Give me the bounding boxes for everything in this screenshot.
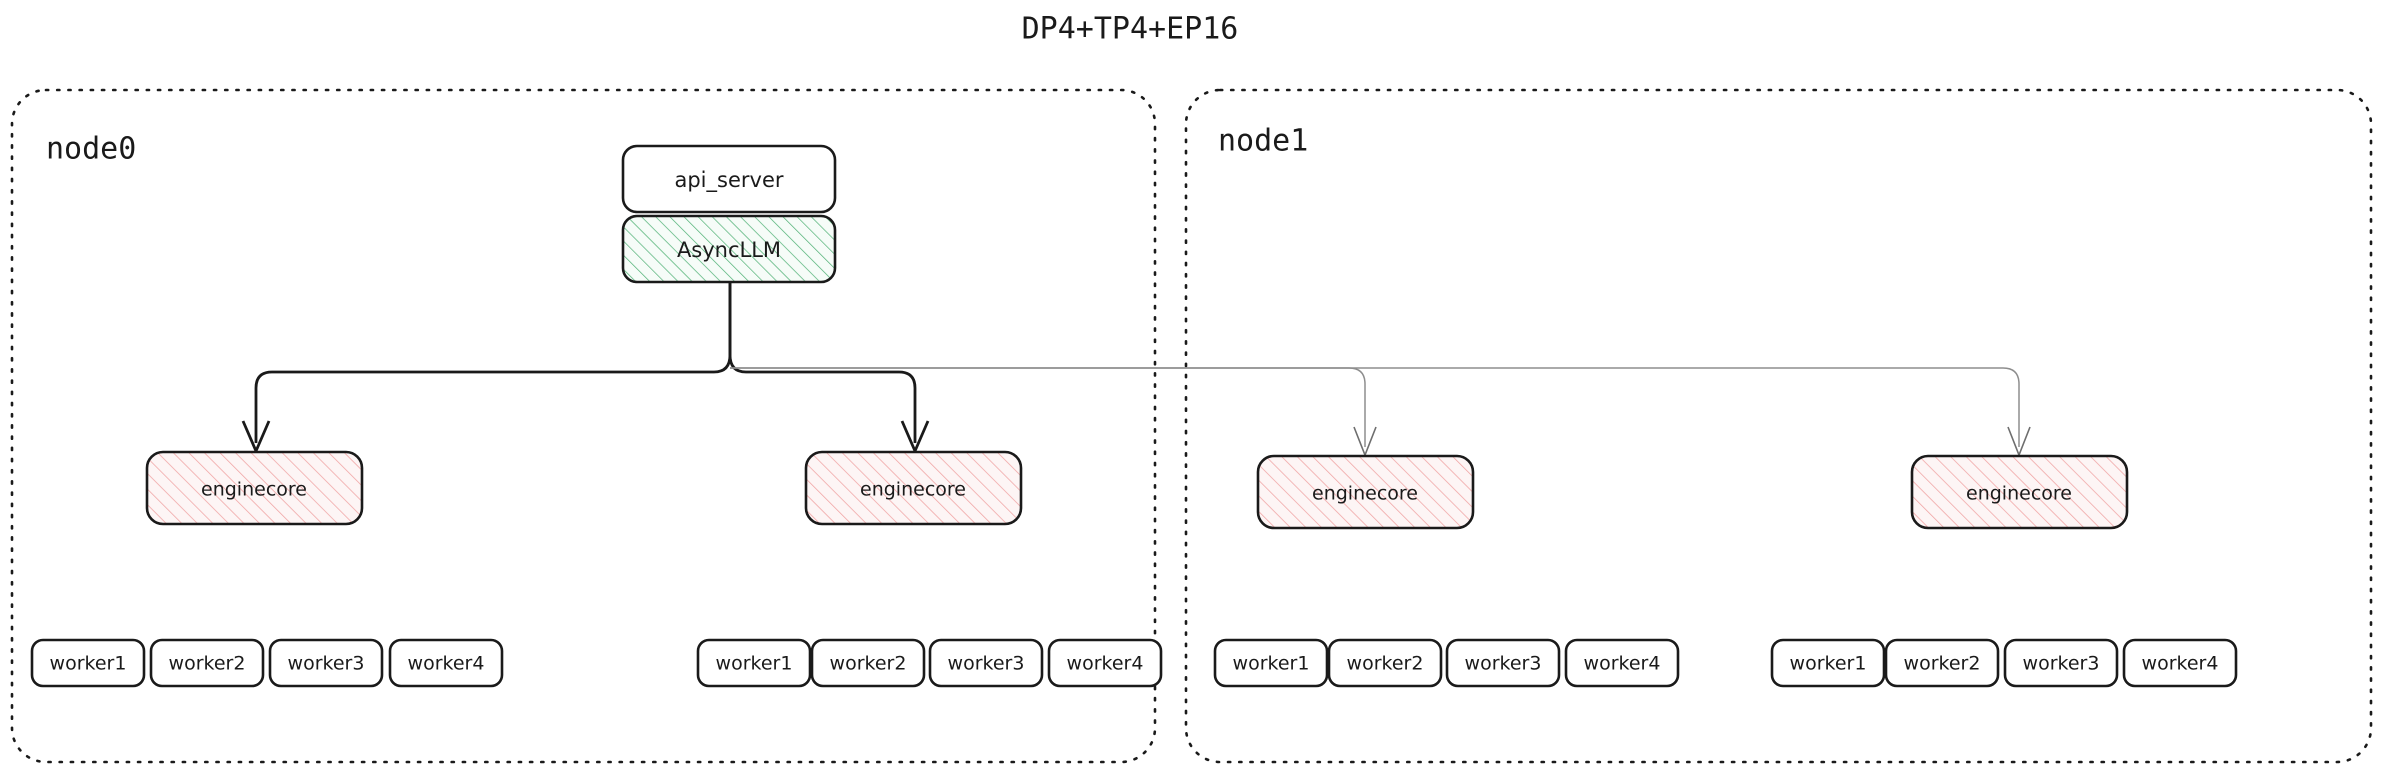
worker-box[interactable]: worker3 <box>2003 638 2119 688</box>
node1-workers-1-worker4-rect[interactable] <box>2122 638 2238 688</box>
node0-workers-1-worker2-rect[interactable] <box>810 638 926 688</box>
node1-enginecore-1[interactable]: enginecore <box>1910 454 2129 530</box>
async-llm-box[interactable]: AsyncLLM <box>621 214 837 284</box>
node0-label: node0 <box>46 132 136 167</box>
node1-workers-1-worker3-rect[interactable] <box>2003 638 2119 688</box>
async-llm-label: AsyncLLM <box>677 238 781 262</box>
node0-enginecore-0-rect[interactable] <box>145 450 364 526</box>
worker-box[interactable]: worker4 <box>1564 638 1680 688</box>
worker-box[interactable]: worker4 <box>1047 638 1163 688</box>
node1-enginecore-0-rect[interactable] <box>1256 454 1475 530</box>
async-llm-box-rect[interactable] <box>621 214 837 284</box>
node0-workers-1-worker1-rect[interactable] <box>696 638 812 688</box>
node0-enginecore-0[interactable]: enginecore <box>145 450 364 526</box>
node1-label: node1 <box>1218 124 1308 159</box>
node0-workers-1-worker2-label: worker2 <box>830 653 907 675</box>
worker-box[interactable]: worker2 <box>810 638 926 688</box>
node0-enginecore-1-label: enginecore <box>860 479 966 501</box>
node0-enginecore-1-rect[interactable] <box>804 450 1023 526</box>
node0-workers-1-worker3-label: worker3 <box>948 653 1025 675</box>
node1-workers-1-worker3-label: worker3 <box>2023 653 2100 675</box>
api-server-label: api_server <box>674 168 783 193</box>
node0-workers-0-worker3-label: worker3 <box>288 653 365 675</box>
worker-box[interactable]: worker1 <box>1770 638 1886 688</box>
node0-workers-0-worker2-rect[interactable] <box>149 638 265 688</box>
node1-enginecore-1-label: enginecore <box>1966 483 2072 505</box>
worker-box[interactable]: worker3 <box>268 638 384 688</box>
node0-enginecore-1[interactable]: enginecore <box>804 450 1023 526</box>
node1-workers-1-worker1-rect[interactable] <box>1770 638 1886 688</box>
node0-workers-1-worker3-rect[interactable] <box>928 638 1044 688</box>
api-server-box-rect[interactable] <box>621 144 837 214</box>
worker-box[interactable]: worker1 <box>1213 638 1329 688</box>
connector-async-llm-to-node0-enginecore-0 <box>254 282 732 443</box>
worker-box[interactable]: worker4 <box>388 638 504 688</box>
node1-enginecore-0[interactable]: enginecore <box>1256 454 1475 530</box>
worker-box[interactable]: worker2 <box>1884 638 2000 688</box>
worker-box[interactable]: worker2 <box>149 638 265 688</box>
connector-async-llm-to-node0-enginecore-1 <box>728 282 917 443</box>
worker-box[interactable]: worker1 <box>30 638 146 688</box>
node0-workers-0-worker2-label: worker2 <box>169 653 246 675</box>
node1-workers-0-worker3-rect[interactable] <box>1445 638 1561 688</box>
node1-workers-0-worker3-label: worker3 <box>1465 653 1542 675</box>
node1-workers-1-worker1-label: worker1 <box>1790 653 1867 675</box>
node0-border <box>10 88 1157 764</box>
node0-enginecore-0-label: enginecore <box>201 479 307 501</box>
worker-box[interactable]: worker1 <box>696 638 812 688</box>
node0-workers-1: worker1 worker2 worker3 worker4 <box>696 638 1163 688</box>
node1-workers-1-worker4-label: worker4 <box>2142 653 2219 675</box>
connector-async-llm-to-node1-enginecore-1 <box>730 367 2020 447</box>
node1-workers-1-worker2-rect[interactable] <box>1884 638 2000 688</box>
node1-workers-0-worker2-label: worker2 <box>1347 653 1424 675</box>
node0-workers-1-worker4-label: worker4 <box>1067 653 1144 675</box>
worker-box[interactable]: worker3 <box>928 638 1044 688</box>
connector-bus <box>254 282 2020 447</box>
node0-workers-0-worker4-label: worker4 <box>408 653 485 675</box>
page-title: DP4+TP4+EP16 <box>1022 12 1239 47</box>
node0-workers-0-worker1-label: worker1 <box>50 653 127 675</box>
connector-async-llm-to-node1-enginecore-0 <box>730 367 1366 447</box>
node1-workers-0: worker1 worker2 worker3 worker4 <box>1213 638 1680 688</box>
worker-box[interactable]: worker4 <box>2122 638 2238 688</box>
node0-workers-1-worker1-label: worker1 <box>716 653 793 675</box>
node1-workers-0-worker1-label: worker1 <box>1233 653 1310 675</box>
node1-workers-0-worker1-rect[interactable] <box>1213 638 1329 688</box>
connector-arrowheads <box>241 420 2031 458</box>
worker-box[interactable]: worker3 <box>1445 638 1561 688</box>
node0-workers-0-worker3-rect[interactable] <box>268 638 384 688</box>
node1-workers-0-worker4-rect[interactable] <box>1564 638 1680 688</box>
node1-enginecore-0-label: enginecore <box>1312 483 1418 505</box>
node0-workers-1-worker4-rect[interactable] <box>1047 638 1163 688</box>
node1-workers-1: worker1 worker2 worker3 worker4 <box>1770 638 2238 688</box>
api-server-box[interactable]: api_server <box>621 144 837 214</box>
node1-enginecore-1-rect[interactable] <box>1910 454 2129 530</box>
node0-workers-0-worker1-rect[interactable] <box>30 638 146 688</box>
node-container-node0: node0 <box>10 88 1157 764</box>
node1-workers-1-worker2-label: worker2 <box>1904 653 1981 675</box>
node-container-node1: node1 <box>1184 88 2373 764</box>
node0-workers-0-worker4-rect[interactable] <box>388 638 504 688</box>
node1-workers-0-worker4-label: worker4 <box>1584 653 1661 675</box>
worker-box[interactable]: worker2 <box>1327 638 1443 688</box>
node1-workers-0-worker2-rect[interactable] <box>1327 638 1443 688</box>
node0-workers-0: worker1 worker2 worker3 worker4 <box>30 638 504 688</box>
node1-border <box>1184 88 2373 764</box>
